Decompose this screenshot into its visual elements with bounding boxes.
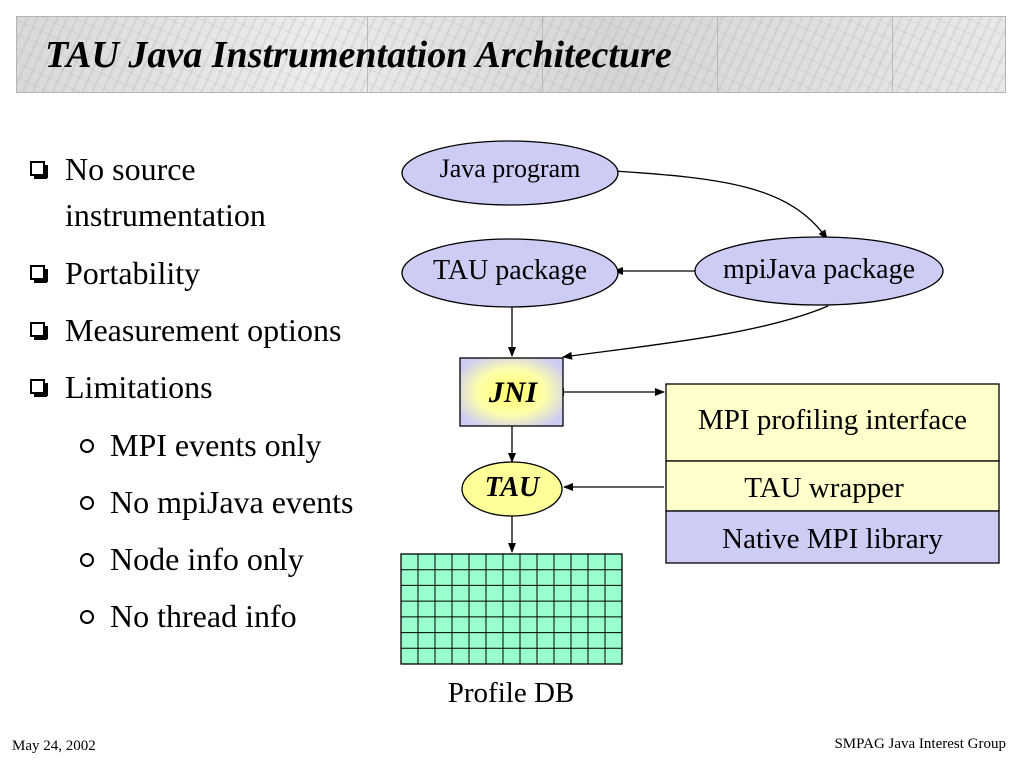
- arrow-java-to-mpijava: [613, 170, 828, 240]
- arrow-mpijava-to-jni: [562, 305, 829, 360]
- footer-date: May 24, 2002: [12, 738, 96, 754]
- tau-wrapper-box: [665, 460, 1000, 512]
- bullet-item: Measurement options: [30, 311, 341, 349]
- native-mpi-library-box: [665, 510, 1000, 564]
- ring-bullet-icon: [80, 439, 94, 453]
- profile-db-label: Profile DB: [447, 677, 575, 709]
- ring-bullet-icon: [80, 553, 94, 567]
- tau-wrapper-label: TAU wrapper: [744, 472, 904, 504]
- texture-seam: [367, 17, 368, 92]
- square-bullet-icon: [30, 161, 48, 179]
- sub-bullet-item: MPI events only: [80, 426, 322, 464]
- mpijava-package-node: [694, 236, 944, 306]
- ring-bullet-icon: [80, 496, 94, 510]
- tau-package-label: TAU package: [432, 255, 587, 286]
- bullet-text: No mpiJava events: [110, 484, 354, 520]
- square-bullet-icon: [30, 265, 48, 283]
- mpi-profiling-interface-label: MPI profiling interface: [698, 404, 967, 436]
- title-banner: TAU Java Instrumentation Architecture: [16, 16, 1006, 93]
- sub-bullet-item: No mpiJava events: [80, 483, 354, 521]
- profile-db-grid: [400, 553, 623, 665]
- bullet-item: No source instrumentation: [30, 150, 266, 234]
- texture-seam: [717, 17, 718, 92]
- java-program-node: [401, 140, 619, 206]
- native-mpi-library-label: Native MPI library: [722, 523, 943, 555]
- bullet-item: Portability: [30, 254, 200, 292]
- square-bullet-icon: [30, 379, 48, 397]
- java-program-label: Java program: [439, 154, 581, 183]
- bullet-text: Portability: [65, 255, 201, 291]
- jni-node: [459, 357, 564, 427]
- tau-package-node: [401, 238, 619, 308]
- square-bullet-icon: [30, 322, 48, 340]
- tau-label: TAU: [484, 472, 540, 503]
- tau-node: [461, 461, 563, 517]
- ring-bullet-icon: [80, 610, 94, 624]
- mpijava-package-label: mpiJava package: [722, 254, 916, 285]
- texture-seam: [542, 17, 543, 92]
- sub-bullet-item: No thread info: [80, 597, 297, 635]
- bullet-item: Limitations: [30, 368, 213, 406]
- mpi-profiling-interface-box: [665, 383, 1000, 462]
- bullet-text: instrumentation: [65, 197, 266, 233]
- sub-bullet-item: Node info only: [80, 540, 304, 578]
- bullet-text: No source: [65, 151, 196, 187]
- bullet-text: MPI events only: [110, 427, 322, 463]
- footer-group: SMPAG Java Interest Group: [834, 736, 1006, 752]
- texture-seam: [892, 17, 893, 92]
- bullet-text: No thread info: [110, 598, 297, 634]
- bullet-text: Node info only: [110, 541, 304, 577]
- slide-title: TAU Java Instrumentation Architecture: [45, 34, 672, 76]
- jni-label: JNI: [488, 376, 538, 409]
- bullet-text: Limitations: [65, 369, 213, 405]
- bullet-text: Measurement options: [65, 312, 342, 348]
